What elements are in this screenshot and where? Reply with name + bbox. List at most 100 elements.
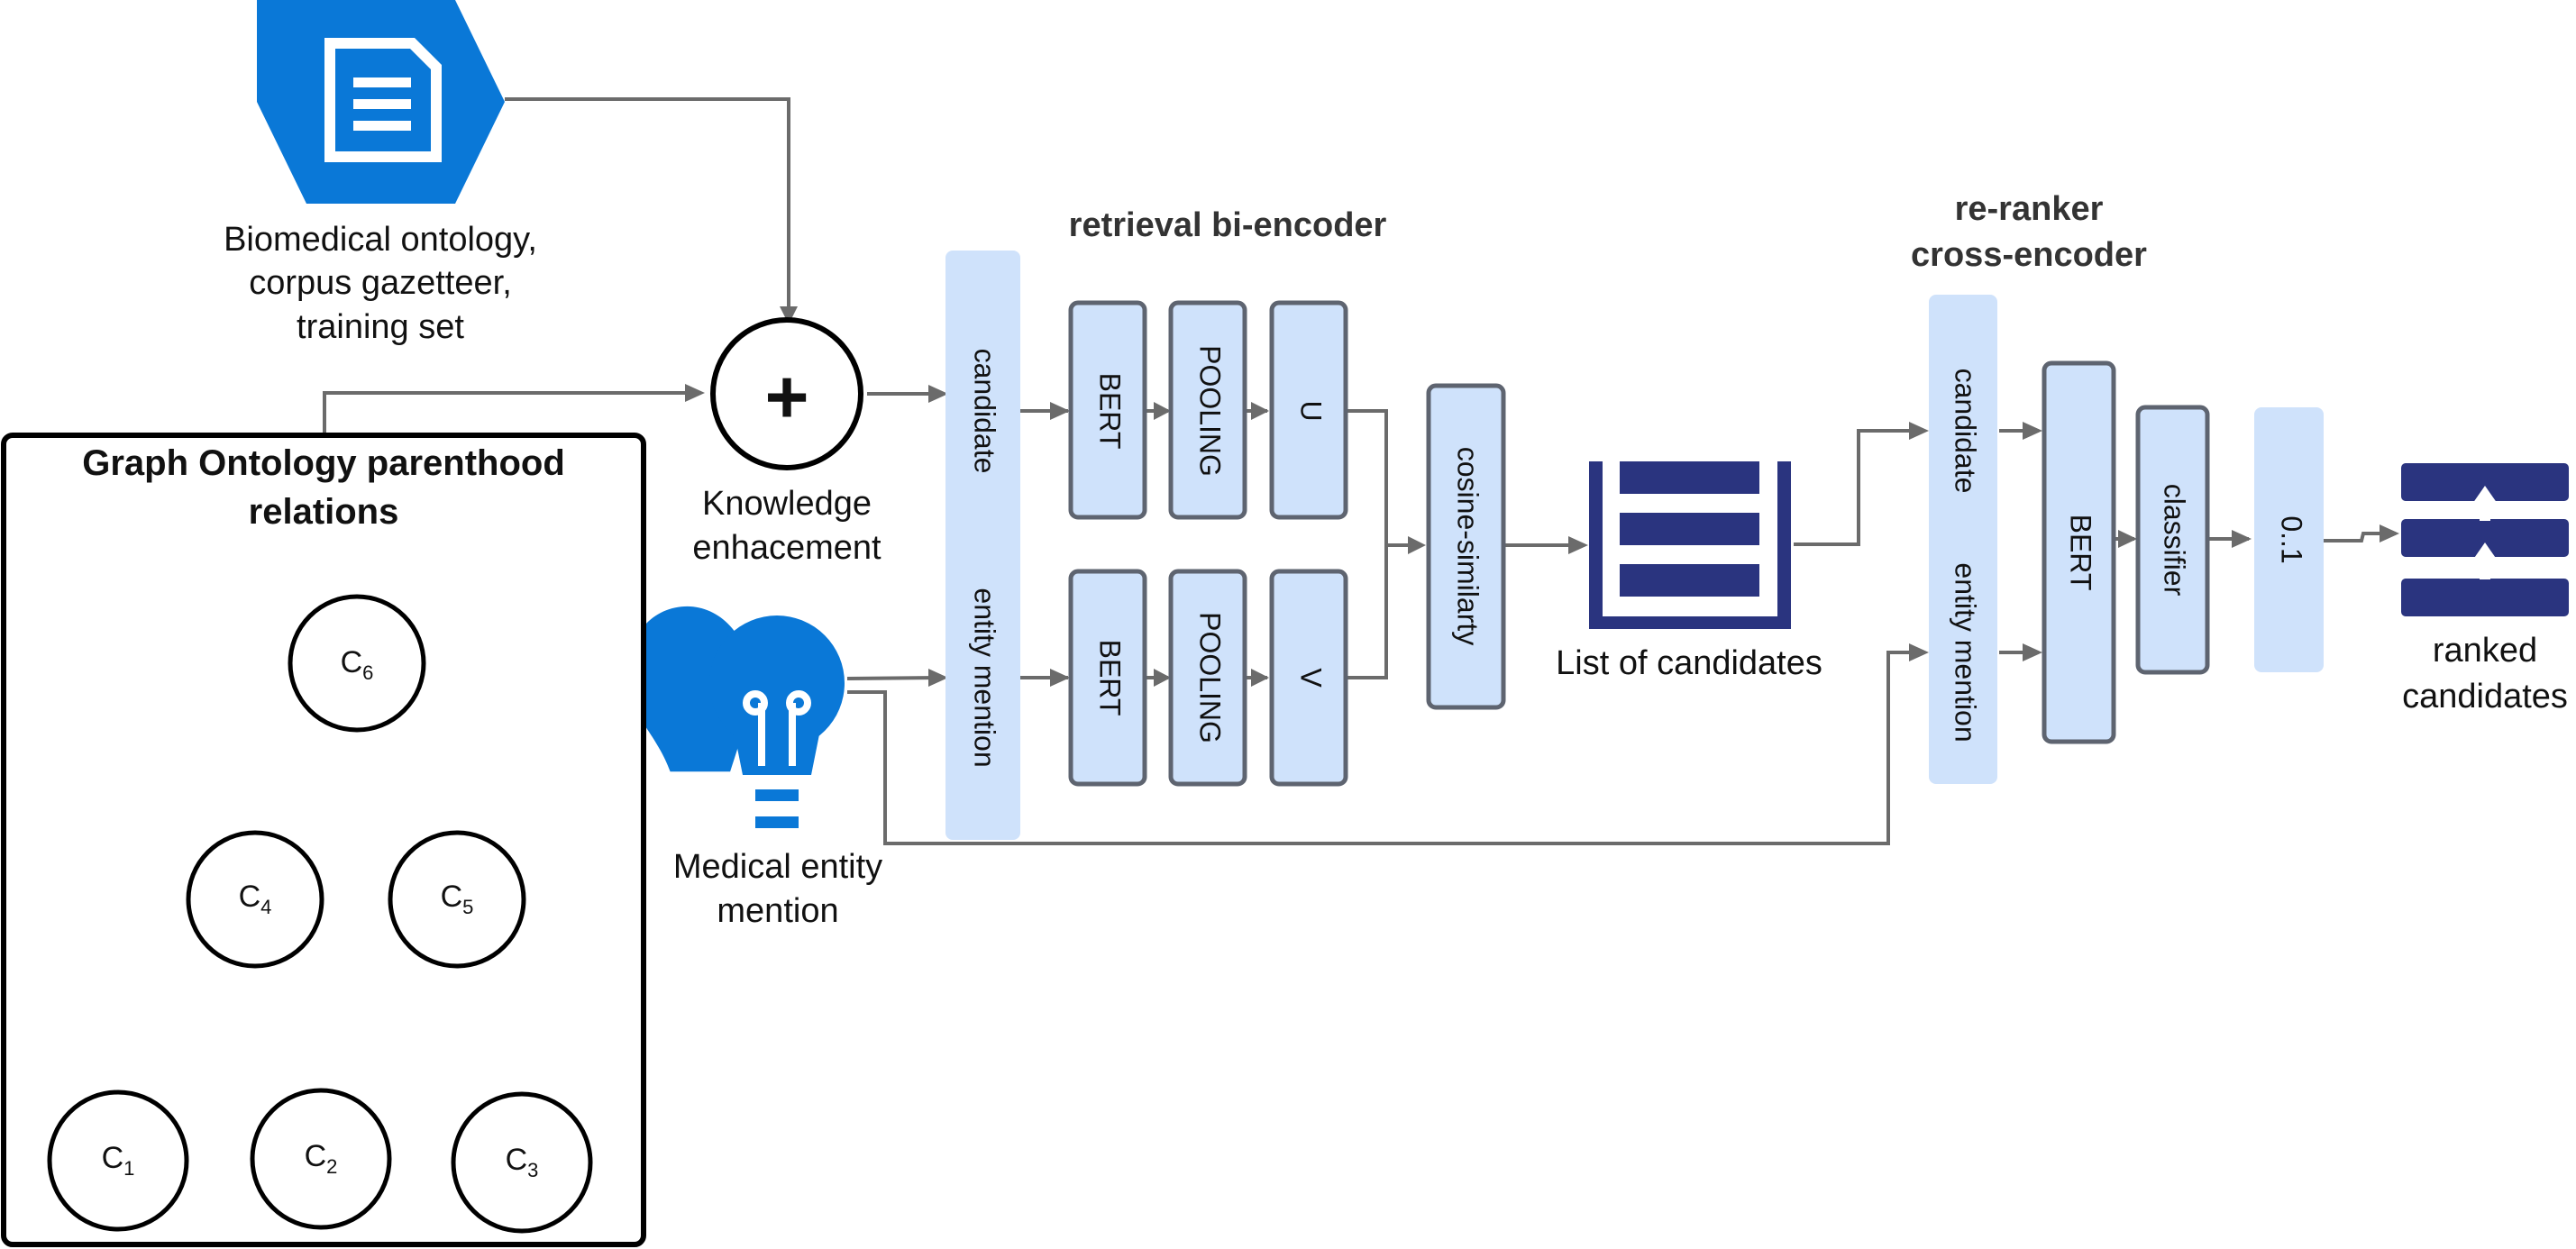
connector-mention-to-reranker — [847, 651, 1924, 845]
arrowhead — [780, 306, 798, 324]
bert-top-box — [1068, 300, 1147, 520]
ranked-label-line-1: ranked — [2433, 632, 2537, 670]
graph-ontology-panel: Graph Ontology parenthood relations C6 C… — [1, 433, 646, 1247]
biencoder-title: retrieval bi-encoder — [1069, 206, 1387, 244]
arrowhead — [2023, 422, 2042, 440]
connector-v-to-cosine — [1347, 545, 1388, 679]
node-subscript: 1 — [123, 1157, 134, 1180]
arrowhead — [1408, 536, 1426, 554]
arrowhead — [1050, 402, 1070, 420]
ranked-list-icon — [2401, 463, 2569, 616]
connector-graph-to-knowledge — [323, 391, 701, 434]
plus-symbol: + — [764, 354, 808, 439]
reranker-title-line-1: re-ranker — [1955, 190, 2104, 228]
ranked-label-line-2: candidates — [2402, 678, 2568, 716]
v-box — [1269, 569, 1348, 787]
svg-text:C6: C6 — [341, 645, 374, 684]
svg-text:C5: C5 — [441, 880, 474, 918]
biencoder-input-candidate: candidate — [969, 349, 1001, 474]
pooling-top-label: POOLING — [1194, 345, 1227, 477]
arrowhead — [1251, 402, 1269, 420]
svg-text:C1: C1 — [102, 1141, 135, 1180]
graph-title-line-1: Graph Ontology parenthood — [82, 443, 565, 483]
graph-node-c5: C5 — [388, 830, 526, 969]
svg-text:C4: C4 — [239, 880, 272, 918]
node-label: C — [341, 645, 363, 679]
candidates-list: List of candidates — [1556, 461, 1822, 682]
graph-title-line-2: relations — [249, 492, 399, 532]
mention-label-line-1: Medical entity — [673, 848, 882, 886]
arrowhead — [1154, 669, 1171, 687]
reranker-candidate-band — [1929, 295, 1997, 556]
graph-node-c3: C3 — [451, 1091, 593, 1234]
bert-bottom-label: BERT — [1094, 640, 1127, 716]
graph-panel-border — [1, 433, 646, 1247]
arrowhead — [2380, 524, 2399, 542]
graph-node-c1: C1 — [47, 1089, 189, 1232]
node-subscript: 3 — [527, 1159, 538, 1181]
node-label: C — [441, 880, 463, 914]
node-subscript: 5 — [462, 896, 473, 918]
arrowhead — [1909, 422, 1929, 440]
cosine-similarity-box — [1426, 383, 1506, 710]
plus-circle-icon: + — [710, 317, 863, 470]
connector-list-to-candidate — [1794, 429, 1924, 546]
ontology-label-line-1: Biomedical ontology, — [224, 221, 537, 259]
reranker-input-entity: entity mention — [1950, 562, 1982, 742]
graph-node-c6: C6 — [288, 594, 426, 733]
ontology-label-line-3: training set — [297, 308, 464, 346]
graph-node-c2: C2 — [250, 1088, 392, 1230]
pooling-top-box — [1168, 300, 1247, 520]
ontology-label-line-2: corpus gazetteer, — [249, 264, 512, 302]
knowledge-label-line-1: Knowledge — [702, 485, 872, 523]
node-label: C — [305, 1139, 327, 1173]
connector-ontology-to-knowledge — [505, 97, 790, 314]
ranked-candidates: ranked candidates — [2401, 463, 2569, 716]
node-subscript: 6 — [362, 661, 373, 684]
v-label: V — [1295, 668, 1328, 688]
arrowhead — [1568, 536, 1588, 554]
arrowhead — [1154, 402, 1171, 420]
classifier-box — [2135, 405, 2210, 675]
cosine-similarity-label: cosine-similarty — [1452, 447, 1484, 645]
arrowhead — [2118, 530, 2137, 548]
reranker-input-candidate: candidate — [1950, 369, 1982, 494]
document-hexagon-icon — [257, 0, 505, 204]
medical-entity-mention: Medical entity mention — [626, 606, 882, 930]
node-label: C — [239, 880, 261, 914]
biencoder-input-band — [945, 251, 1020, 840]
arrowhead — [1909, 643, 1929, 661]
candidates-list-label: List of candidates — [1556, 644, 1822, 682]
lightbulb-icon — [626, 606, 845, 828]
reranker-bert-label: BERT — [2065, 515, 2097, 591]
mention-label-line-2: mention — [717, 892, 838, 930]
arrowhead — [2232, 530, 2252, 548]
arrowhead — [1251, 669, 1269, 687]
node-subscript: 2 — [326, 1155, 337, 1178]
bert-top-label: BERT — [1094, 373, 1127, 450]
connector-u-to-cosine — [1347, 409, 1422, 547]
bert-bottom-box — [1068, 569, 1147, 787]
u-label: U — [1295, 400, 1328, 421]
node-label: C — [102, 1141, 124, 1175]
arrowhead — [1050, 669, 1070, 687]
connector-mention-to-entity — [846, 676, 943, 680]
classifier-label: classifier — [2159, 484, 2191, 597]
retrieval-bi-encoder: retrieval bi-encoder candidate entity me… — [945, 206, 1506, 840]
graph-node-c4: C4 — [186, 830, 324, 969]
reranker-bert-box — [2042, 360, 2116, 744]
knowledge-enhancement: + Knowledge enhacement — [692, 317, 882, 567]
ontology-source: Biomedical ontology, corpus gazetteer, t… — [224, 0, 537, 346]
arrowhead — [928, 669, 948, 687]
pooling-bottom-label: POOLING — [1194, 612, 1227, 743]
reranker-title-line-2: cross-encoder — [1911, 236, 2147, 274]
node-label: C — [506, 1143, 528, 1177]
list-icon — [1589, 461, 1791, 629]
arrowhead — [2023, 643, 2042, 661]
node-subscript: 4 — [260, 896, 271, 918]
reranker-entity-band — [1929, 527, 1997, 784]
arrowhead — [685, 384, 705, 402]
arrowhead — [928, 385, 948, 403]
score-label: 0..1 — [2276, 515, 2308, 563]
